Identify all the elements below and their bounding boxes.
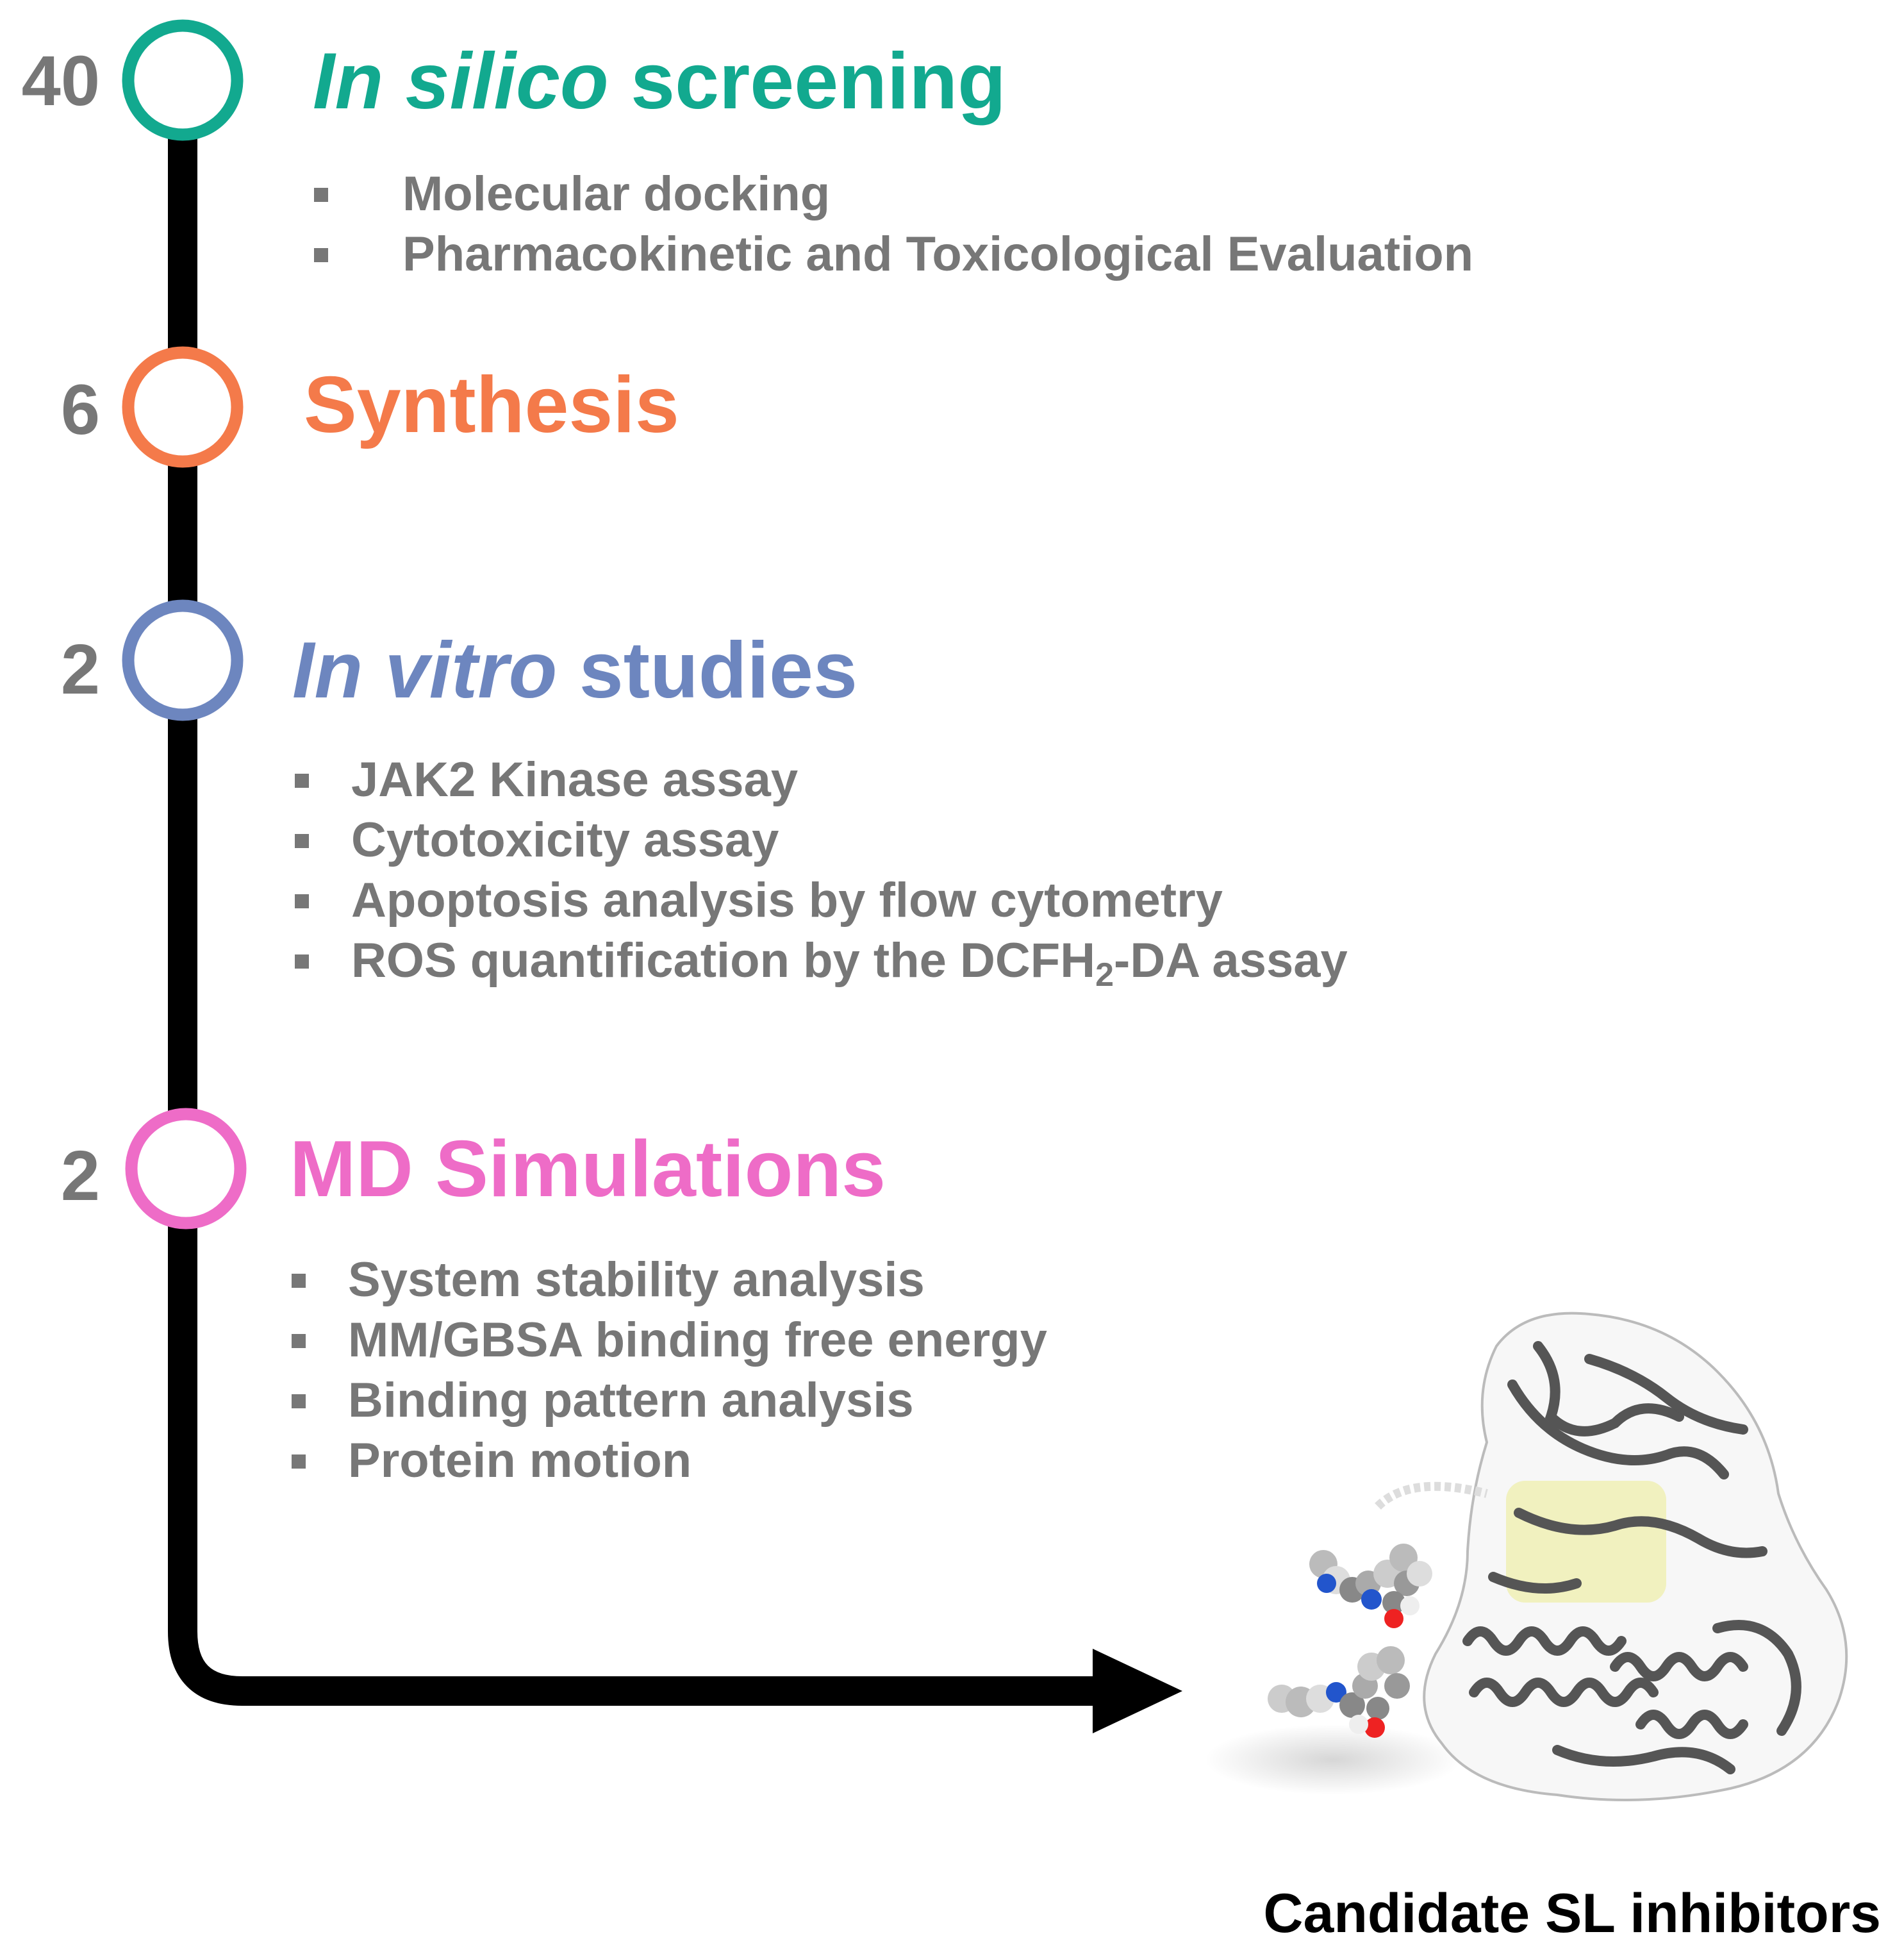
timeline-arrowhead <box>1093 1649 1182 1733</box>
stage-items-insilico: Molecular docking Pharmacokinetic and To… <box>314 164 1473 285</box>
stage-count-md: 2 <box>60 1137 100 1215</box>
ligand-molecule-1 <box>1309 1544 1432 1628</box>
list-item: Cytotoxicity assay <box>295 810 1348 871</box>
ligand-molecule-2 <box>1268 1646 1410 1738</box>
timeline-line <box>168 135 1128 1706</box>
stage-circle-md <box>125 1108 247 1229</box>
stage-items-md: System stability analysis MM/GBSA bindin… <box>292 1250 1047 1491</box>
list-item: Apoptosis analysis by flow cytometry <box>295 871 1348 931</box>
stage-title-insilico: In silico screening <box>313 42 1006 121</box>
outcome-label: Candidate SL inhibitors <box>1263 1883 1881 1944</box>
stage-title-invitro: In vitro studies <box>292 631 857 710</box>
stage-count-synthesis: 6 <box>60 371 100 449</box>
stage-circle-invitro <box>122 599 244 721</box>
list-item: Molecular docking <box>314 164 1473 224</box>
binding-pocket-highlight <box>1506 1481 1666 1603</box>
stage-count-insilico: 40 <box>21 42 100 121</box>
list-item: Protein motion <box>292 1431 1047 1491</box>
stage-title-insilico-italic: In silico <box>313 37 609 126</box>
stage-items-invitro: JAK2 Kinase assay Cytotoxicity assay Apo… <box>295 750 1348 994</box>
list-item: JAK2 Kinase assay <box>295 750 1348 810</box>
stage-circle-insilico <box>122 19 244 141</box>
stage-count-invitro: 2 <box>60 630 100 709</box>
list-item: MM/GBSA binding free energy <box>292 1310 1047 1371</box>
stage-title-synthesis: Synthesis <box>304 365 679 445</box>
ros-text-after: -DA assay <box>1114 933 1348 988</box>
ros-text-before: ROS quantification by the DCFH <box>351 933 1096 988</box>
list-item: Binding pattern analysis <box>292 1371 1047 1431</box>
stage-title-md: MD Simulations <box>290 1129 886 1209</box>
stage-circle-synthesis <box>122 346 244 468</box>
ros-subscript: 2 <box>1095 956 1114 994</box>
list-item: Pharmacokinetic and Toxicological Evalua… <box>314 224 1473 285</box>
stage-title-invitro-rest: studies <box>557 626 857 715</box>
stage-title-synthesis-rest: Synthesis <box>304 361 679 449</box>
protein-structure-illustration <box>1205 1312 1848 1801</box>
stage-title-md-rest: MD Simulations <box>290 1125 886 1213</box>
stage-title-insilico-rest: screening <box>608 37 1006 126</box>
list-item-ros: ROS quantification by the DCFH2-DA assay <box>295 931 1348 994</box>
list-item: System stability analysis <box>292 1250 1047 1310</box>
stage-title-invitro-italic: In vitro <box>292 626 558 715</box>
